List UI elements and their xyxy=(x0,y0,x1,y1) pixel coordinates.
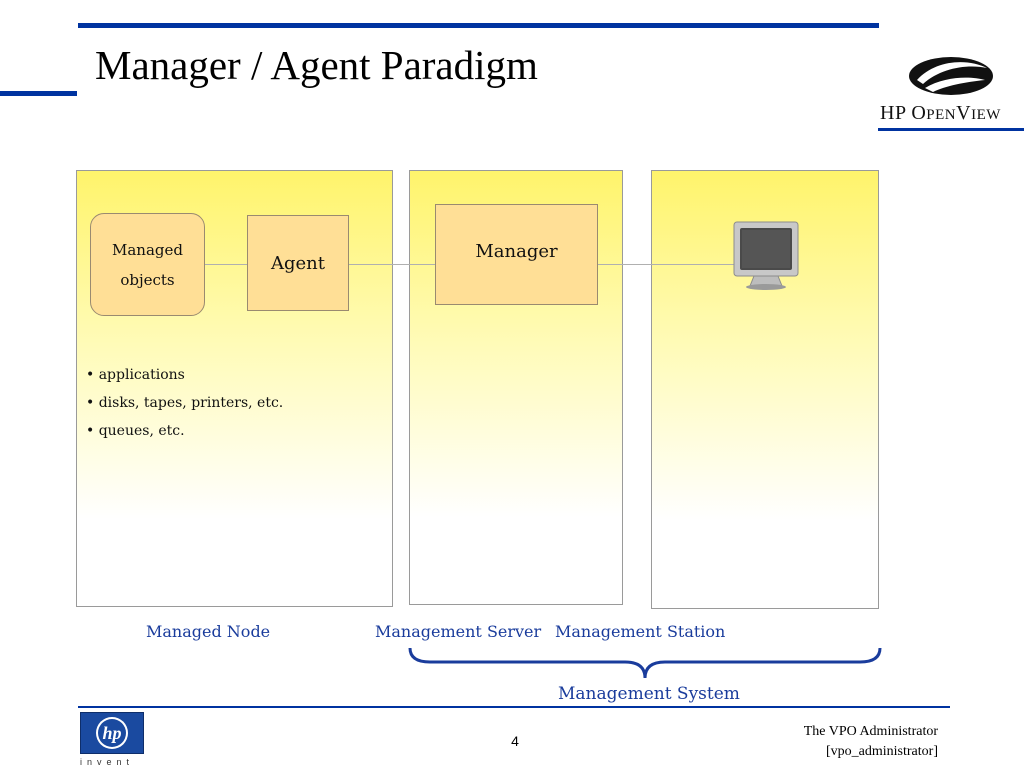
hp-openview-wordmark: HP OPENVIEW xyxy=(880,102,1001,125)
footer-line-2: [vpo_administrator] xyxy=(826,744,938,759)
slide-title: Manager / Agent Paradigm xyxy=(95,42,538,88)
footer-course-info: The VPO Administrator [vpo_administrator… xyxy=(760,722,938,762)
managed-objects-label: Managed objects xyxy=(112,240,183,289)
caption-management-system: Management System xyxy=(558,684,740,704)
caption-management-server: Management Server xyxy=(375,622,542,641)
header-rule-top xyxy=(78,23,879,28)
workstation-monitor-icon xyxy=(733,221,799,290)
caption-managed-node: Managed Node xyxy=(146,622,271,641)
agent-label: Agent xyxy=(271,252,325,274)
bullet-applications: • applications xyxy=(86,367,185,383)
hp-invent-tagline: invent xyxy=(80,757,135,767)
caption-management-station: Management Station xyxy=(555,622,726,641)
brand-underline xyxy=(878,128,1024,131)
connector-agent-manager xyxy=(349,264,435,265)
page-number: 4 xyxy=(511,733,519,749)
management-system-brace xyxy=(408,647,882,679)
brand-v: V xyxy=(956,102,972,124)
manager-label: Manager xyxy=(475,241,558,262)
hp-openview-swirl-icon xyxy=(909,57,993,95)
hp-logo-letters: hp xyxy=(102,723,121,743)
hp-logo-icon: hp xyxy=(80,712,144,754)
brand-pen: PEN xyxy=(926,107,957,123)
header-rule-left xyxy=(0,91,77,96)
connector-objects-agent xyxy=(205,264,247,265)
bullet-disks-tapes-printers: • disks, tapes, printers, etc. xyxy=(86,395,284,411)
agent-box: Agent xyxy=(247,215,349,311)
managed-objects-box: Managed objects xyxy=(90,213,205,316)
footer-rule xyxy=(78,706,950,708)
manager-box: Manager xyxy=(435,204,598,305)
brand-o: O xyxy=(911,102,927,124)
brand-iew: IEW xyxy=(971,107,1001,123)
connector-manager-station xyxy=(598,264,736,265)
brand-hp: HP xyxy=(880,102,906,124)
footer-line-1: The VPO Administrator xyxy=(803,724,938,739)
bullet-queues: • queues, etc. xyxy=(86,423,185,439)
